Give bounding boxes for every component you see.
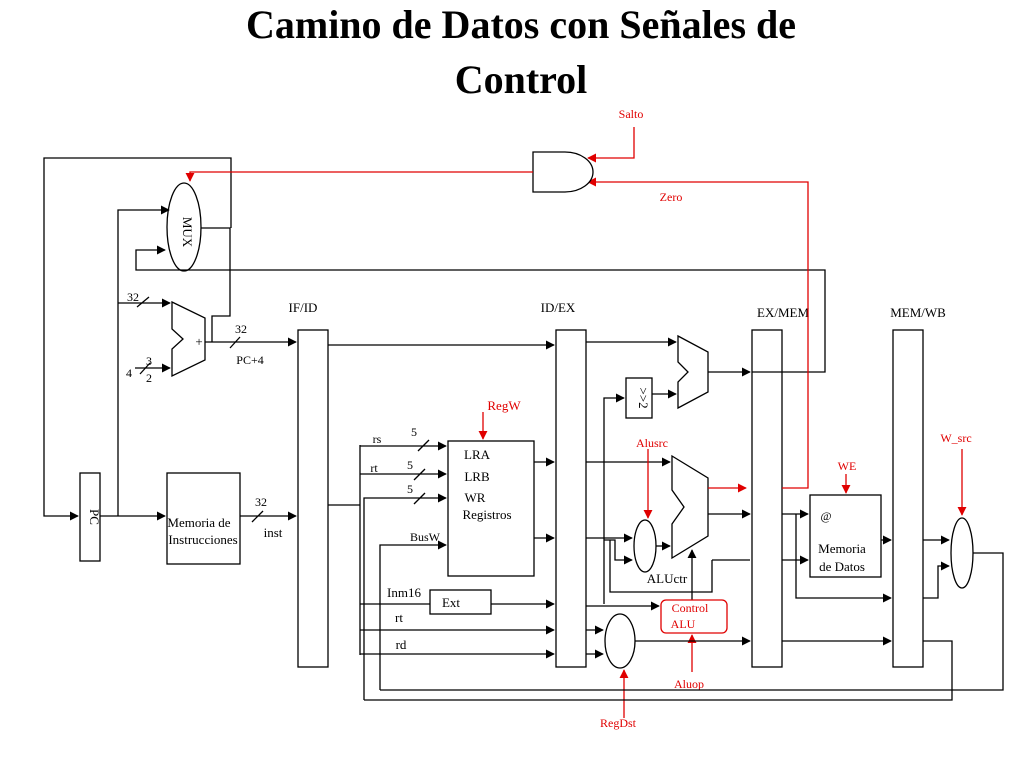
regw-signal: RegW [487, 398, 521, 413]
rs-label: rs [373, 432, 382, 446]
wr-width: 5 [407, 482, 413, 496]
shift-left-2 [625, 377, 653, 419]
rt2-label: rt [395, 610, 403, 625]
instruction-memory [166, 472, 241, 565]
register-file [447, 440, 535, 577]
adder-input-width: 32 [127, 290, 139, 304]
instruction-memory-label: Memoria de [167, 515, 230, 530]
inst-label: inst [264, 525, 283, 540]
regdst-mux [604, 613, 636, 669]
rd-label: rd [396, 637, 407, 652]
pc-register [79, 472, 101, 562]
data-memory-label: Memoria [818, 541, 866, 556]
mem-wb-label: MEM/WB [890, 305, 946, 320]
pc-adder-plus: + [195, 334, 202, 349]
pc-adder [171, 300, 206, 378]
data-memory-label-2: de Datos [819, 559, 865, 574]
shift-label: >>2 [636, 387, 651, 408]
mem-wb-register [892, 329, 924, 668]
inst-width: 32 [255, 495, 267, 509]
rt-label: rt [370, 461, 378, 475]
writeback-mux [950, 517, 974, 589]
w-src-signal: W_src [940, 431, 971, 445]
we-signal: WE [838, 459, 857, 473]
pc-label: PC [87, 509, 102, 525]
pc-plus4-label: PC+4 [236, 353, 263, 367]
regs-wr: WR [465, 490, 486, 505]
control-alu [660, 599, 728, 634]
pc4-width: 32 [235, 322, 247, 336]
aluctr-label: ALUctr [647, 571, 688, 586]
ext-label: Ext [442, 595, 460, 610]
page-title-line2: Control [455, 57, 588, 102]
id-ex-label: ID/EX [541, 300, 576, 315]
rt-width: 5 [407, 458, 413, 472]
regs-name: Registros [462, 507, 511, 522]
regdst-signal: RegDst [600, 716, 637, 730]
alu [671, 454, 709, 560]
const-width-3: 3 [146, 354, 152, 368]
branch-and-gate [532, 151, 594, 193]
instruction-memory-label-2: Instrucciones [168, 532, 237, 547]
aluop-signal: Aluop [674, 677, 704, 691]
data-memory-addr: @ [820, 509, 831, 523]
alusrc-mux [633, 519, 657, 573]
busw-label: BusW [410, 530, 441, 544]
zero-signal: Zero [660, 190, 683, 204]
sign-extend [429, 589, 492, 615]
pc-mux-label: MUX [180, 217, 195, 248]
if-id-register [297, 329, 329, 668]
ex-mem-register [751, 329, 783, 668]
id-ex-register [555, 329, 587, 668]
pc-mux [166, 182, 202, 272]
branch-adder [677, 334, 709, 410]
alusrc-signal: Alusrc [636, 436, 668, 450]
data-memory [809, 494, 882, 578]
control-alu-label-2: ALU [671, 617, 696, 631]
if-id-label: IF/ID [289, 300, 318, 315]
inm16-label: Inm16 [387, 585, 421, 600]
const-four: 4 [126, 366, 132, 380]
const-width-2: 2 [146, 371, 152, 385]
rs-width: 5 [411, 425, 417, 439]
regs-lra: LRA [464, 447, 491, 462]
regs-lrb: LRB [464, 469, 490, 484]
ex-mem-label: EX/MEM [757, 305, 809, 320]
control-alu-label: Control [672, 601, 709, 615]
salto-signal: Salto [619, 107, 644, 121]
page-title: Camino de Datos con Señales de [246, 2, 796, 47]
